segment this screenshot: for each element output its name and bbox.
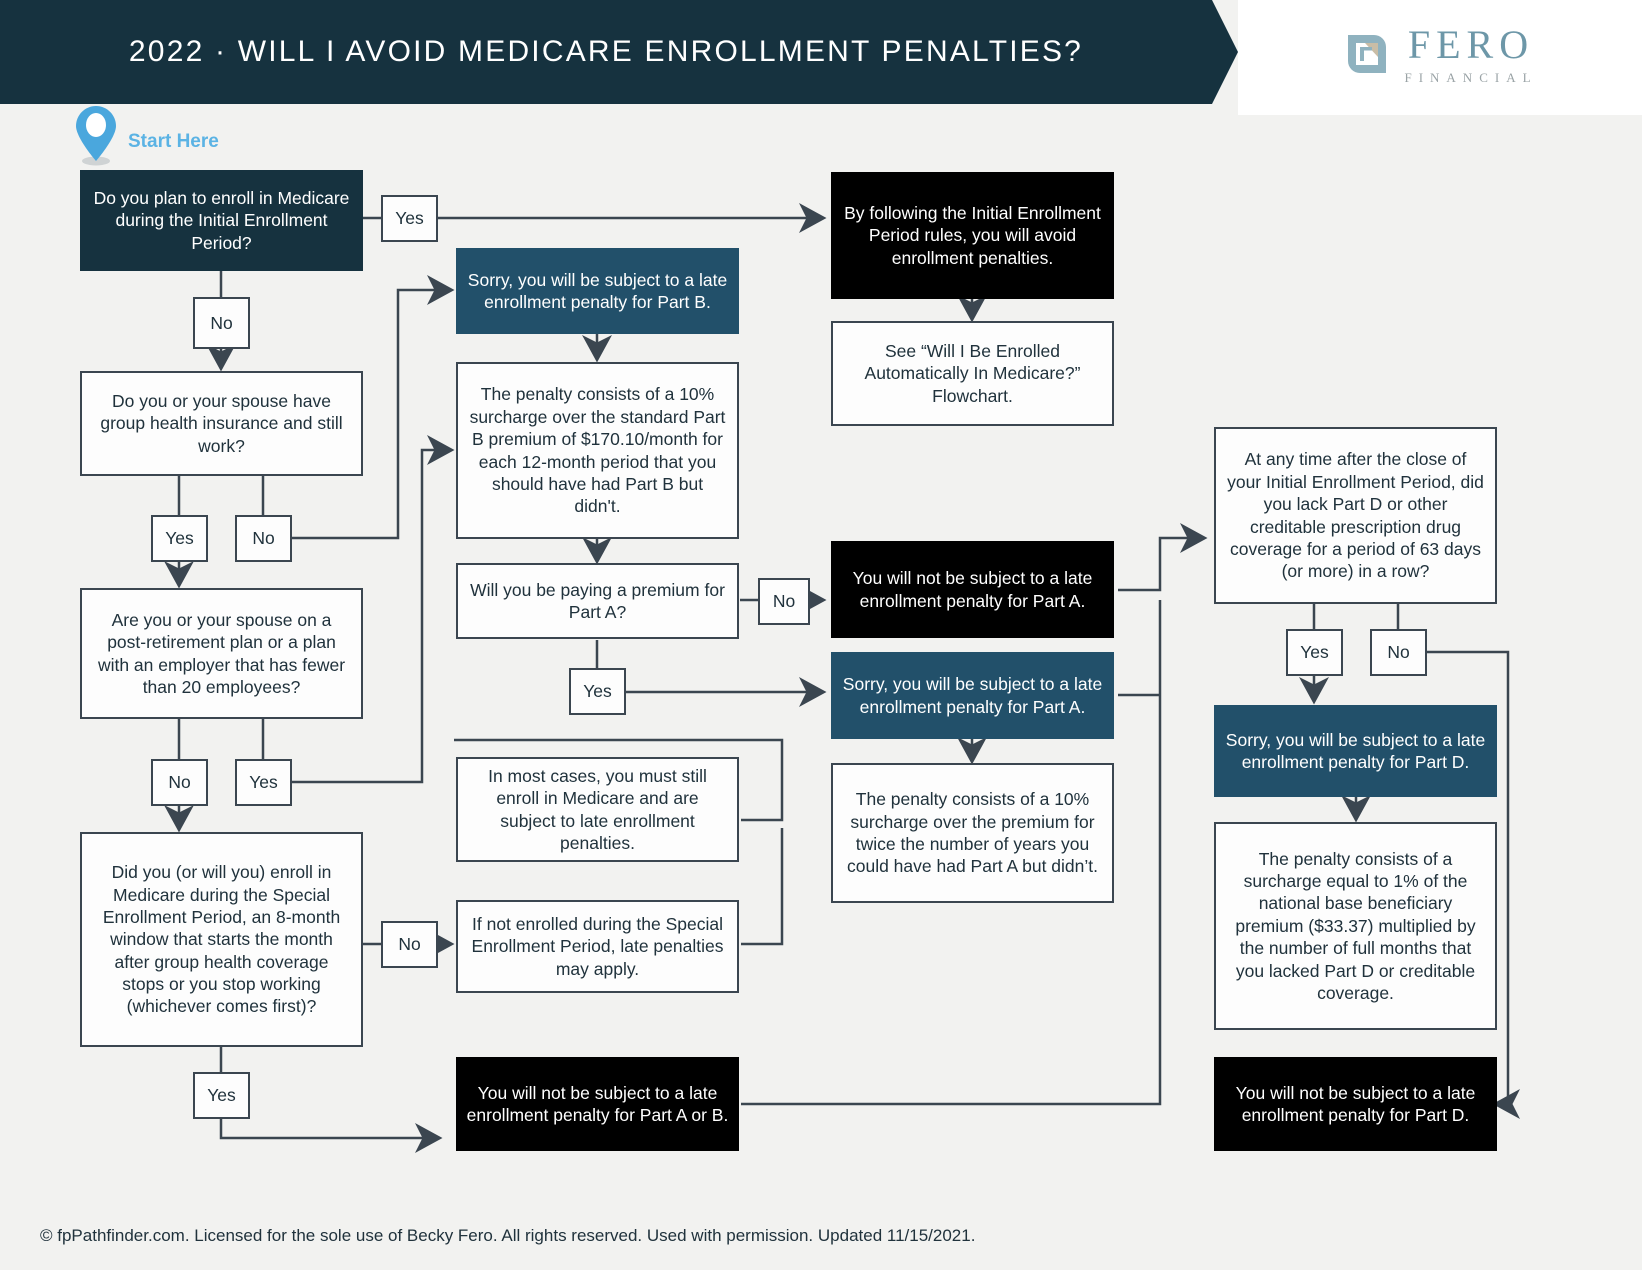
node-detail-penalty-part-a[interactable]: The penalty consists of a 10% surcharge … <box>831 763 1114 903</box>
node-question-special-enrollment[interactable]: Did you (or will you) enroll in Medicare… <box>80 832 363 1047</box>
node-detail-penalty-part-d[interactable]: The penalty consists of a surcharge equa… <box>1214 822 1497 1030</box>
node-result-penalty-part-a[interactable]: Sorry, you will be subject to a late enr… <box>831 652 1114 739</box>
logo-wordmark: FERO <box>1407 21 1535 67</box>
brand-logo: FERO FINANCIAL <box>1240 0 1642 104</box>
header-arrow-point <box>1212 0 1238 104</box>
fero-logo-icon <box>1348 35 1387 73</box>
branch-premium-a-yes[interactable]: Yes <box>569 668 626 715</box>
logo-tagline: FINANCIAL <box>1404 69 1538 85</box>
start-pin-icon <box>76 106 116 166</box>
branch-initial-no[interactable]: No <box>193 297 250 349</box>
branch-group-no[interactable]: No <box>235 515 292 562</box>
branch-part-d-no[interactable]: No <box>1370 629 1427 676</box>
branch-group-yes[interactable]: Yes <box>151 515 208 562</box>
node-question-group-health[interactable]: Do you or your spouse have group health … <box>80 371 363 476</box>
branch-initial-yes[interactable]: Yes <box>381 195 438 242</box>
node-result-penalty-part-b[interactable]: Sorry, you will be subject to a late enr… <box>456 248 739 334</box>
node-question-initial-enrollment[interactable]: Do you plan to enroll in Medicare during… <box>80 170 363 271</box>
node-result-no-penalty-part-d[interactable]: You will not be subject to a late enroll… <box>1214 1057 1497 1151</box>
node-result-no-penalty-a-or-b[interactable]: You will not be subject to a late enroll… <box>456 1057 739 1151</box>
branch-post-yes[interactable]: Yes <box>235 759 292 806</box>
branch-post-no[interactable]: No <box>151 759 208 806</box>
node-result-see-flowchart[interactable]: See “Will I Be Enrolled Automatically In… <box>831 321 1114 426</box>
node-detail-penalty-part-b[interactable]: The penalty consists of a 10% surcharge … <box>456 362 739 539</box>
branch-special-yes[interactable]: Yes <box>193 1072 250 1119</box>
footer-copyright: © fpPathfinder.com. Licensed for the sol… <box>40 1226 976 1245</box>
branch-part-d-yes[interactable]: Yes <box>1286 629 1343 676</box>
branch-special-no[interactable]: No <box>381 921 438 968</box>
node-result-penalty-part-d[interactable]: Sorry, you will be subject to a late enr… <box>1214 705 1497 797</box>
node-result-avoid-penalties[interactable]: By following the Initial Enrollment Peri… <box>831 172 1114 299</box>
node-question-part-d-gap[interactable]: At any time after the close of your Init… <box>1214 427 1497 604</box>
node-result-if-not-enrolled[interactable]: If not enrolled during the Special Enrol… <box>456 900 739 993</box>
node-question-post-retirement[interactable]: Are you or your spouse on a post-retirem… <box>80 588 363 719</box>
header-bar <box>0 0 1212 104</box>
start-here-label: Start Here <box>128 131 219 152</box>
page-title: 2022 · WILL I AVOID MEDICARE ENROLLMENT … <box>128 35 1084 68</box>
node-result-must-still-enroll[interactable]: In most cases, you must still enroll in … <box>456 757 739 862</box>
node-question-premium-part-a[interactable]: Will you be paying a premium for Part A? <box>456 563 739 639</box>
branch-premium-a-no[interactable]: No <box>758 578 810 625</box>
node-result-no-penalty-part-a[interactable]: You will not be subject to a late enroll… <box>831 541 1114 638</box>
